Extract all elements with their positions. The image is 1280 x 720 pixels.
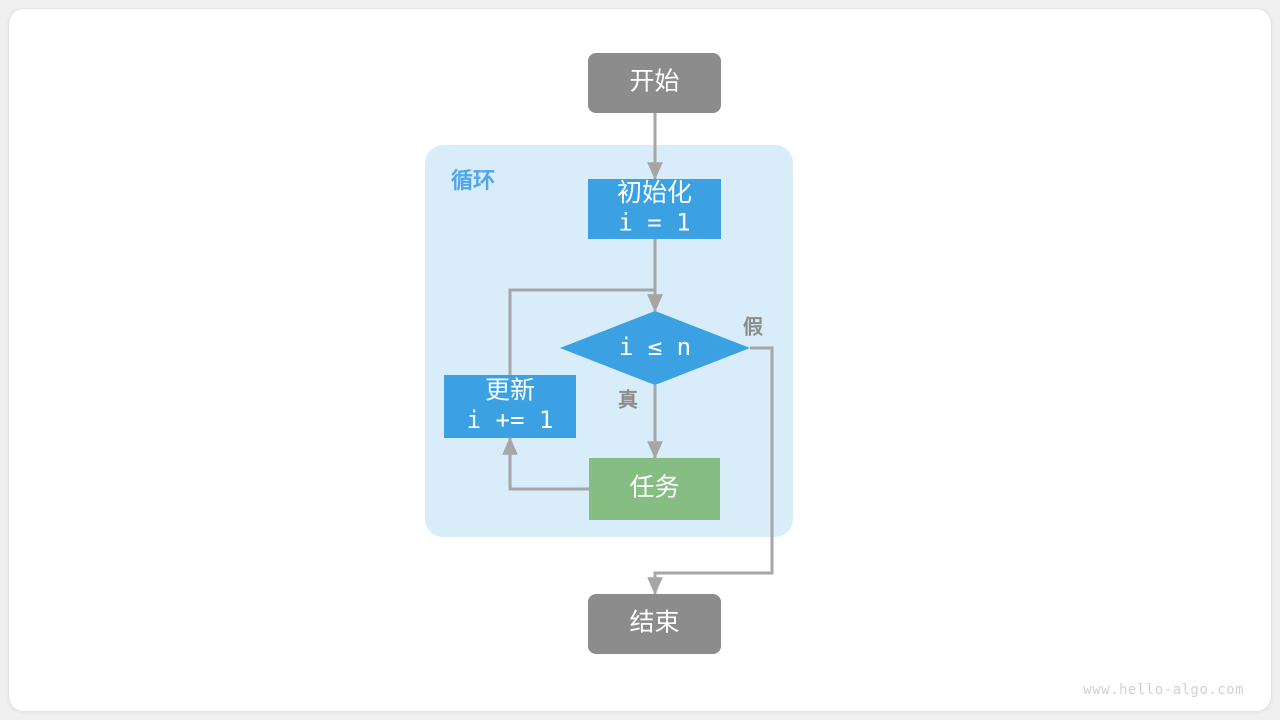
update-node: 更新i += 1 bbox=[444, 375, 576, 438]
task-node-text-0: 任务 bbox=[629, 474, 679, 502]
watermark: www.hello-algo.com bbox=[1083, 682, 1244, 698]
branch-label-false: 假 bbox=[743, 314, 764, 338]
end-node-text-0: 结束 bbox=[629, 609, 679, 637]
task-node-shape bbox=[589, 458, 720, 520]
branch-label-true: 真 bbox=[618, 387, 638, 411]
update-node-text-1: i += 1 bbox=[467, 406, 554, 434]
start-node-shape bbox=[588, 53, 721, 113]
end-node-shape bbox=[588, 594, 721, 654]
condition-node-shape bbox=[560, 311, 750, 385]
edge-layer bbox=[502, 113, 774, 596]
branch-label-layer: 真假 bbox=[618, 314, 764, 411]
edge-condition-false-to-end bbox=[647, 346, 774, 596]
init-node-shape bbox=[588, 179, 721, 239]
edge-update-to-condition bbox=[508, 288, 663, 375]
init-node-text-1: i = 1 bbox=[618, 209, 690, 237]
init-node-text-0: 初始化 bbox=[617, 179, 692, 207]
update-node-shape bbox=[444, 375, 576, 438]
start-node-text-0: 开始 bbox=[629, 68, 679, 96]
start-node: 开始 bbox=[588, 53, 721, 113]
loop-group-label: 循环 bbox=[451, 168, 495, 193]
task-node: 任务 bbox=[589, 458, 720, 520]
condition-node-text-0: i ≤ n bbox=[619, 333, 691, 361]
end-node: 结束 bbox=[588, 594, 721, 654]
edge-task-to-update bbox=[502, 436, 589, 491]
condition-node: i ≤ n bbox=[560, 311, 750, 385]
update-node-text-0: 更新 bbox=[485, 377, 535, 405]
